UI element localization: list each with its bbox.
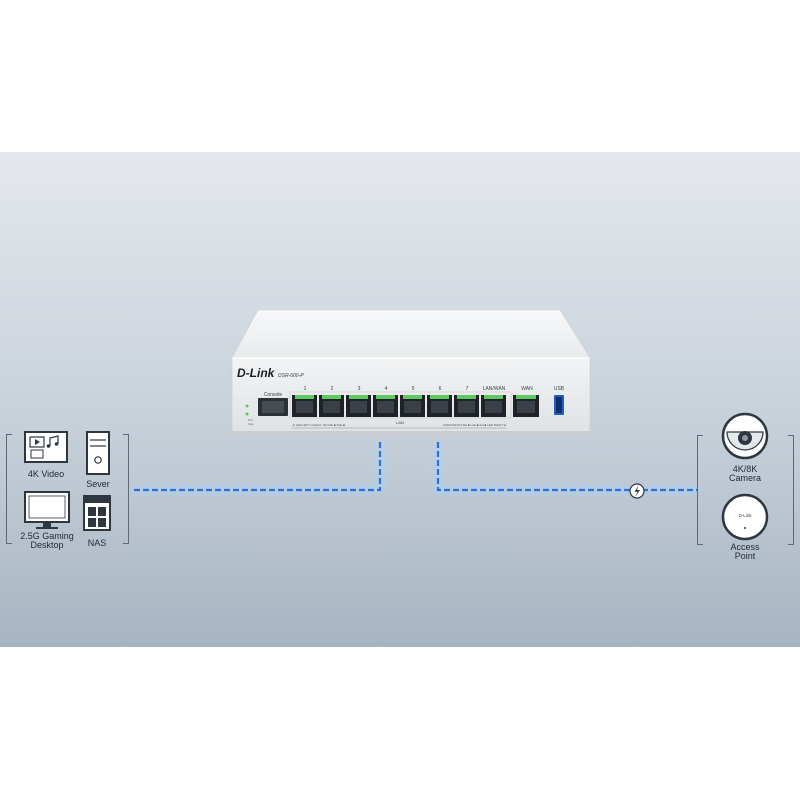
poe-lightning-icon	[629, 483, 645, 499]
access-point-logo: D-Link	[738, 513, 752, 518]
desktop-monitor-icon	[24, 491, 70, 529]
switch-device: Pwr Stat	[231, 309, 591, 434]
switch-model-label: DSR-600-P	[278, 373, 304, 379]
video-monitor-icon	[24, 431, 68, 463]
right-group-bracket-open	[697, 435, 703, 545]
server-label: Sever	[86, 479, 110, 489]
diagram-scene: Pwr Stat	[0, 152, 800, 647]
nas-icon	[83, 495, 111, 531]
port-number-3: 3	[357, 386, 361, 392]
lan-port-group	[289, 391, 512, 419]
port-number-4: 4	[384, 386, 388, 392]
access-point-icon: D-Link	[721, 493, 769, 541]
port-number-2: 2	[330, 386, 334, 392]
camera-icon	[721, 412, 769, 460]
port-number-1: 1	[303, 386, 307, 392]
svg-text:Pwr: Pwr	[248, 418, 253, 422]
led-legend-left: ◄ LED LEFT Link/Act: ON Idle ■ PoE ■	[292, 423, 345, 427]
right-group-bracket-close	[788, 435, 794, 545]
wan-port-label: WAN	[521, 386, 533, 392]
left-group-bracket-open	[6, 434, 12, 544]
diagram-canvas: Pwr Stat	[24, 309, 769, 541]
desktop-label-line2: Desktop	[30, 540, 64, 550]
camera-label-line2: Camera	[728, 473, 761, 483]
cable-right	[434, 442, 698, 494]
nas-label: NAS	[87, 538, 107, 548]
lan-wan-port-label: LAN/WAN	[482, 386, 506, 392]
server-icon	[86, 431, 110, 475]
port-number-6: 6	[438, 386, 442, 392]
switch-brand-logo: D-Link	[237, 366, 275, 380]
lan-group-label: LAN	[396, 420, 404, 425]
port-number-7: 7	[465, 386, 469, 392]
usb-port-label: USB	[553, 386, 565, 392]
left-group-bracket-close	[123, 434, 129, 544]
port-number-5: 5	[411, 386, 415, 392]
access-point-label-line1: Access	[730, 542, 760, 552]
svg-text:Stat: Stat	[248, 422, 254, 426]
led-legend-right: 1000/100/10 2.5G ■ Link ■ Act ■ LED RIGH…	[443, 423, 507, 427]
cable-left	[132, 442, 384, 494]
desktop-label-line1: 2.5G Gaming	[20, 531, 74, 541]
access-point-label-line2: Point	[734, 551, 756, 561]
camera-label-line1: 4K/8K	[732, 464, 758, 474]
console-port-label: Console	[263, 392, 283, 398]
video-label: 4K Video	[27, 469, 65, 479]
